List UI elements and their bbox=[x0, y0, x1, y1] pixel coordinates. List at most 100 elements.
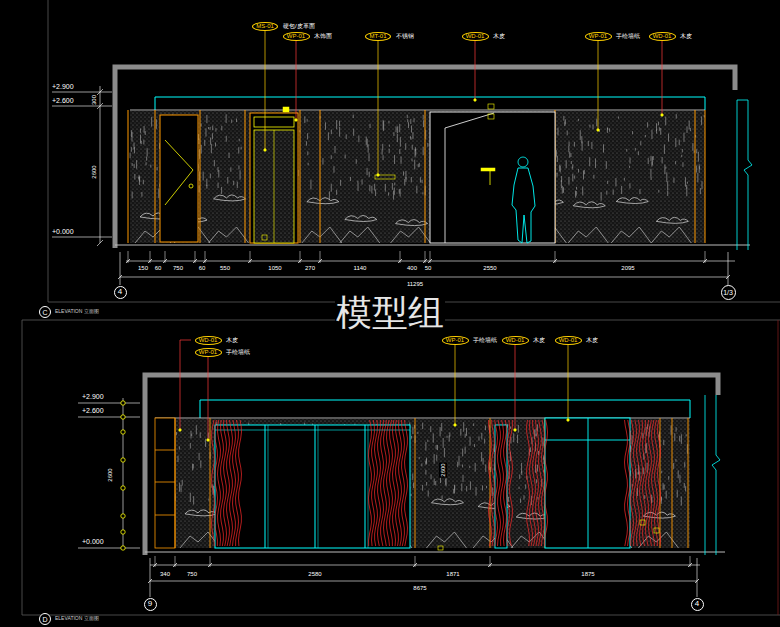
wallpaper-mark bbox=[410, 137, 411, 140]
wallpaper-mark bbox=[339, 121, 340, 126]
wallpaper-mark bbox=[382, 144, 383, 150]
curtain-fold bbox=[239, 420, 242, 546]
wallpaper-mark bbox=[325, 122, 326, 129]
wallpaper-mark bbox=[457, 462, 458, 467]
wallpaper-mark bbox=[426, 482, 427, 486]
wallpaper-mark bbox=[356, 159, 357, 164]
column-line bbox=[737, 100, 738, 250]
wallpaper-mark bbox=[333, 166, 334, 173]
dimension-node bbox=[121, 401, 125, 405]
dimension-tick bbox=[193, 259, 197, 263]
curtain-fold bbox=[527, 420, 530, 546]
annotation-text: 木皮 bbox=[226, 337, 238, 343]
wallpaper-mark bbox=[445, 479, 446, 485]
curtain-fold bbox=[236, 420, 239, 546]
grid-line bbox=[150, 558, 151, 597]
curtain-fold bbox=[495, 420, 498, 546]
wallpaper-mark bbox=[557, 156, 558, 162]
wallpaper-mark bbox=[227, 177, 228, 184]
wallpaper-mark bbox=[564, 122, 565, 127]
wallpaper-mark bbox=[200, 432, 201, 438]
dimension-tick bbox=[298, 259, 302, 263]
mountain-motif bbox=[426, 532, 466, 548]
wallpaper-mark bbox=[422, 180, 423, 183]
curtain-fold bbox=[539, 420, 542, 546]
wallpaper-mark bbox=[239, 139, 240, 141]
mark bbox=[640, 520, 645, 525]
wallpaper-mark bbox=[536, 479, 537, 483]
leader-dot bbox=[295, 119, 297, 121]
wallpaper-mark bbox=[436, 445, 437, 449]
wallpaper-mark bbox=[411, 494, 412, 496]
curtain-fold bbox=[224, 420, 227, 546]
wallpaper-mark bbox=[609, 128, 610, 131]
wallpaper-mark bbox=[231, 120, 232, 123]
wallpaper-mark bbox=[656, 129, 657, 133]
curtain-fold bbox=[489, 420, 492, 546]
level-line bbox=[78, 417, 140, 418]
grid-bubble: 1/3 bbox=[721, 285, 736, 300]
wallpaper-mark bbox=[436, 455, 437, 461]
wallpaper-mark bbox=[638, 151, 639, 155]
wallpaper-mark bbox=[568, 177, 569, 185]
wallpaper-mark bbox=[218, 183, 219, 188]
wallpaper-mark bbox=[421, 463, 422, 466]
wallpaper-mark bbox=[218, 170, 219, 178]
wallpaper-mark bbox=[607, 128, 608, 133]
wallpaper-mark bbox=[664, 164, 665, 174]
wallpaper-mark bbox=[307, 133, 308, 139]
material-tag: WD-01 bbox=[502, 336, 529, 345]
curtain-fold bbox=[381, 420, 384, 546]
wallpaper-mark bbox=[574, 176, 575, 179]
level-line bbox=[52, 106, 112, 107]
wallpaper-mark bbox=[178, 456, 179, 462]
panel-joint bbox=[490, 418, 491, 548]
column-line bbox=[737, 100, 748, 101]
watermark: 模型组 bbox=[335, 294, 445, 332]
curtain-fold bbox=[405, 420, 408, 546]
wallpaper-mark bbox=[383, 120, 384, 130]
wallpaper-mark bbox=[510, 427, 511, 429]
wallpaper-mark bbox=[449, 435, 450, 441]
annotation-text: ELEVATION 立面图 bbox=[55, 309, 99, 314]
wallpaper-mark bbox=[663, 440, 664, 445]
wallpaper-mark bbox=[336, 120, 337, 129]
material-tag: MT-01 bbox=[365, 32, 391, 41]
material-code: WD-01 bbox=[199, 337, 218, 343]
curtain-fold bbox=[649, 420, 652, 546]
wallpaper-mark bbox=[454, 485, 455, 493]
wallpaper-mark bbox=[401, 156, 402, 163]
wallpaper-mark bbox=[651, 130, 652, 139]
wallpaper-mark bbox=[699, 164, 700, 173]
wallpaper-mark bbox=[666, 491, 667, 499]
material-tag: WD-01 bbox=[462, 32, 489, 41]
wallpaper-mark bbox=[462, 464, 463, 467]
wallpaper-mark bbox=[686, 434, 687, 436]
wallpaper-mark bbox=[469, 466, 470, 468]
wallpaper-mark bbox=[668, 476, 669, 480]
wallpaper-mark bbox=[441, 423, 442, 431]
wallpaper-mark bbox=[415, 149, 416, 155]
wallpaper-mark bbox=[434, 454, 435, 464]
wallpaper-mark bbox=[141, 141, 142, 144]
annotation-text: 木饰面 bbox=[314, 33, 332, 39]
wallpaper-mark bbox=[353, 129, 354, 136]
wallpaper-mark bbox=[485, 426, 486, 431]
annotation-text: 2095 bbox=[621, 265, 634, 271]
wallpaper-mark bbox=[205, 128, 206, 136]
wallpaper-mark bbox=[204, 140, 205, 146]
wallpaper-mark bbox=[437, 445, 438, 450]
curtain-fold bbox=[218, 420, 221, 546]
wallpaper-mark bbox=[407, 115, 408, 118]
wallpaper-mark bbox=[310, 180, 311, 190]
wallpaper-mark bbox=[389, 149, 390, 153]
window-transom bbox=[545, 440, 630, 441]
wallpaper-mark bbox=[483, 458, 484, 465]
wallpaper-mark bbox=[350, 177, 351, 181]
wallpaper-mark bbox=[132, 163, 133, 166]
wallpaper-mark bbox=[399, 149, 400, 154]
mountain-motif bbox=[568, 227, 608, 243]
wallpaper-mark bbox=[238, 165, 239, 169]
wallpaper-mark bbox=[306, 141, 307, 145]
wallpaper-mark bbox=[613, 190, 614, 195]
